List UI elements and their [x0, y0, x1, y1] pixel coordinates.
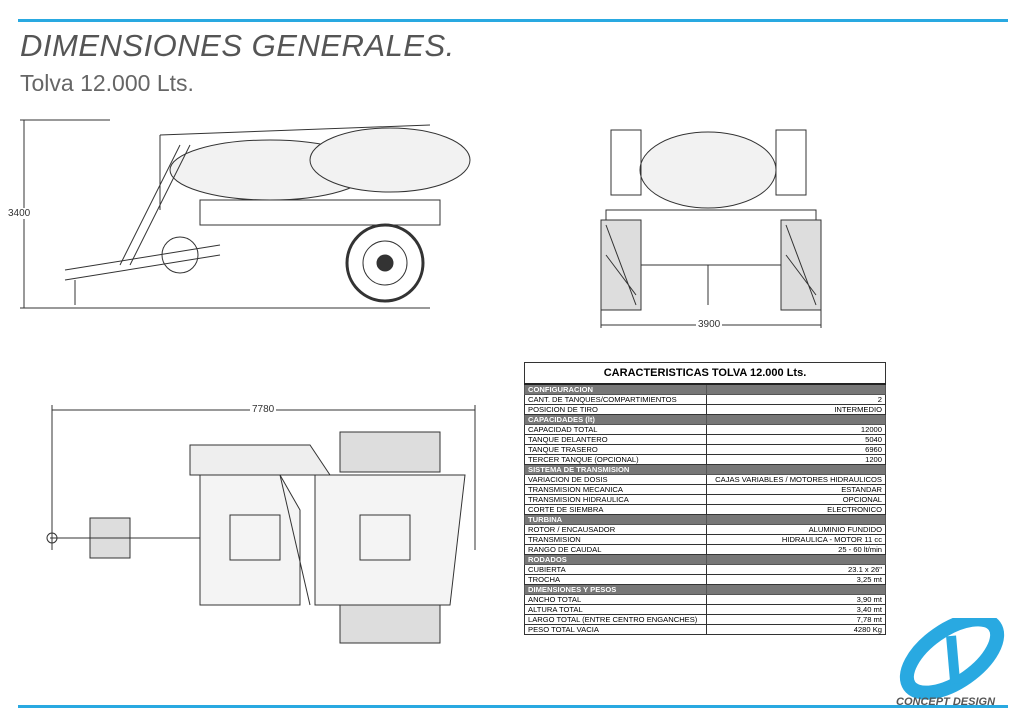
logo-text: CONCEPT DESIGN: [896, 696, 996, 708]
spec-value: CAJAS VARIABLES / MOTORES HIDRAULICOS: [706, 474, 886, 485]
page-subtitle: Tolva 12.000 Lts.: [20, 70, 194, 96]
spec-label: POSICION DE TIRO: [524, 404, 707, 415]
spec-value: ALUMINIO FUNDIDO: [706, 524, 886, 535]
spec-label: TRANSMISION: [524, 534, 707, 545]
specifications-table: CARACTERISTICAS TOLVA 12.000 Lts.CONFIGU…: [524, 362, 886, 635]
spec-label: TRANSMISION HIDRAULICA: [524, 494, 707, 505]
spec-label: CORTE DE SIEMBRA: [524, 504, 707, 515]
spec-label: PESO TOTAL VACIA: [524, 624, 707, 635]
spec-label: TRANSMISION MECANICA: [524, 484, 707, 495]
section-header: CONFIGURACION: [524, 383, 886, 395]
table-row: TERCER TANQUE (OPCIONAL)1200: [524, 454, 886, 465]
spec-label: ALTURA TOTAL: [524, 604, 707, 615]
spec-value: 1200: [706, 454, 886, 465]
section-title: DIMENSIONES Y PESOS: [524, 584, 707, 595]
section-title: CAPACIDADES (lt): [524, 414, 707, 425]
spec-value: 12000: [706, 424, 886, 435]
spec-value: 4280 Kg: [706, 624, 886, 635]
spec-label: TERCER TANQUE (OPCIONAL): [524, 454, 707, 465]
section-title: CONFIGURACION: [524, 383, 707, 395]
bottom-rule: [18, 705, 1008, 708]
top-view-drawing: [46, 405, 476, 644]
section-header: DIMENSIONES Y PESOS: [524, 584, 886, 595]
width-dimension: 3900: [696, 319, 723, 330]
spec-label: ROTOR / ENCAUSADOR: [524, 524, 707, 535]
section-header: CAPACIDADES (lt): [524, 414, 886, 425]
height-dimension: 3400: [6, 208, 33, 219]
spec-label: TANQUE DELANTERO: [524, 434, 707, 445]
spec-label: CAPACIDAD TOTAL: [524, 424, 707, 435]
spec-value: 3,25 mt: [706, 574, 886, 585]
side-view-drawing: [20, 119, 471, 309]
spec-value: ESTANDAR: [706, 484, 886, 495]
concept-design-logo: [899, 618, 1005, 700]
page-title: DIMENSIONES GENERALES.: [20, 28, 455, 63]
spec-label: TANQUE TRASERO: [524, 444, 707, 455]
section-title: RODADOS: [524, 554, 707, 565]
spec-value: 6960: [706, 444, 886, 455]
spec-value: 3,40 mt: [706, 604, 886, 615]
spec-label: ANCHO TOTAL: [524, 594, 707, 605]
spec-value: 5040: [706, 434, 886, 445]
spec-label: VARIACION DE DOSIS: [524, 474, 707, 485]
spec-label: CANT. DE TANQUES/COMPARTIMIENTOS: [524, 394, 707, 405]
section-header: TURBINA: [524, 514, 886, 525]
table-title: CARACTERISTICAS TOLVA 12.000 Lts.: [524, 362, 886, 385]
table-row: LARGO TOTAL (ENTRE CENTRO ENGANCHES)7,78…: [524, 614, 886, 625]
spec-value: 2: [706, 394, 886, 405]
section-title: SISTEMA DE TRANSMISION: [524, 464, 707, 475]
top-rule: [18, 19, 1008, 22]
length-dimension: 7780: [250, 404, 277, 415]
spec-value: 7,78 mt: [706, 614, 886, 625]
spec-value: HIDRAULICA - MOTOR 11 cc: [706, 534, 886, 545]
section-title: TURBINA: [524, 514, 707, 525]
spec-value: 3,90 mt: [706, 594, 886, 605]
spec-value: 25 - 60 lt/min: [706, 544, 886, 555]
spec-value: OPCIONAL: [706, 494, 886, 505]
spec-label: TROCHA: [524, 574, 707, 585]
spec-label: CUBIERTA: [524, 564, 707, 575]
section-header: SISTEMA DE TRANSMISION: [524, 464, 886, 475]
front-view-drawing: [600, 129, 822, 328]
spec-value: 23.1 x 26": [706, 564, 886, 575]
spec-value: INTERMEDIO: [706, 404, 886, 415]
spec-value: ELECTRONICO: [706, 504, 886, 515]
section-header: RODADOS: [524, 554, 886, 565]
spec-label: RANGO DE CAUDAL: [524, 544, 707, 555]
spec-label: LARGO TOTAL (ENTRE CENTRO ENGANCHES): [524, 614, 707, 625]
